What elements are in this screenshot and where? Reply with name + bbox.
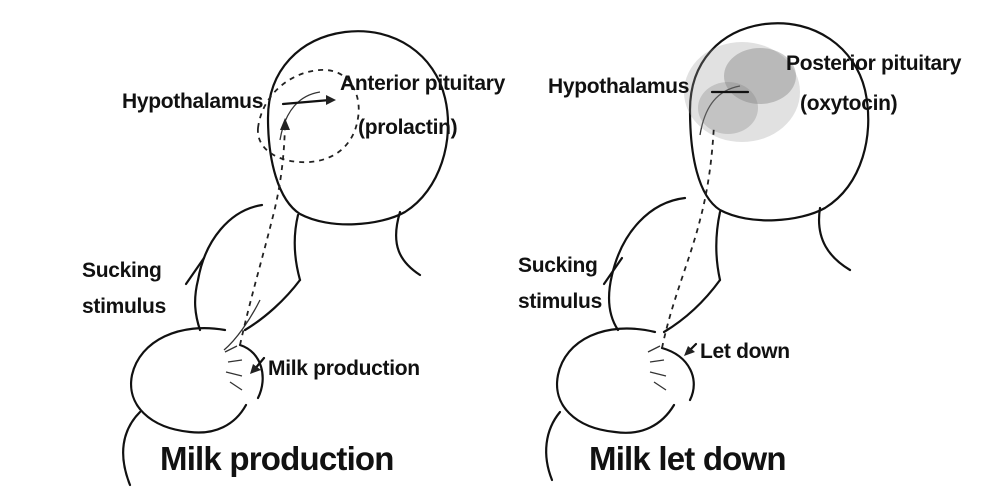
label-hypothalamus-right: Hypothalamus xyxy=(548,75,689,98)
nerve-pathway-left xyxy=(240,126,285,345)
milk-production-panel: Hypothalamus Anterior pituitary (prolact… xyxy=(82,31,506,485)
label-oxytocin: (oxytocin) xyxy=(800,92,897,115)
label-stimulus-right: stimulus xyxy=(518,290,602,313)
milk-let-down-panel: Hypothalamus Posterior pituitary (oxytoc… xyxy=(518,23,962,480)
caption-milk-production: Milk production xyxy=(160,440,394,477)
label-posterior-pituitary: Posterior pituitary xyxy=(786,52,962,75)
label-stimulus-left: stimulus xyxy=(82,295,166,318)
label-sucking-right: Sucking xyxy=(518,254,598,277)
stimulus-leader-right xyxy=(604,258,622,284)
milk-production-arrowhead xyxy=(250,364,261,374)
label-let-down: Let down xyxy=(700,340,790,363)
label-hypothalamus-left: Hypothalamus xyxy=(122,90,263,113)
label-milk-production: Milk production xyxy=(268,357,420,380)
label-anterior-pituitary: Anterior pituitary xyxy=(340,72,506,95)
pathway-arrowhead-left xyxy=(280,118,290,130)
hypothalamus-arrowhead-left xyxy=(326,95,336,105)
stimulus-leader-left xyxy=(186,258,204,284)
hypothalamus-pointer-left xyxy=(283,100,330,104)
label-prolactin: (prolactin) xyxy=(358,116,457,139)
caption-milk-let-down: Milk let down xyxy=(589,440,786,477)
label-sucking-left: Sucking xyxy=(82,259,162,282)
